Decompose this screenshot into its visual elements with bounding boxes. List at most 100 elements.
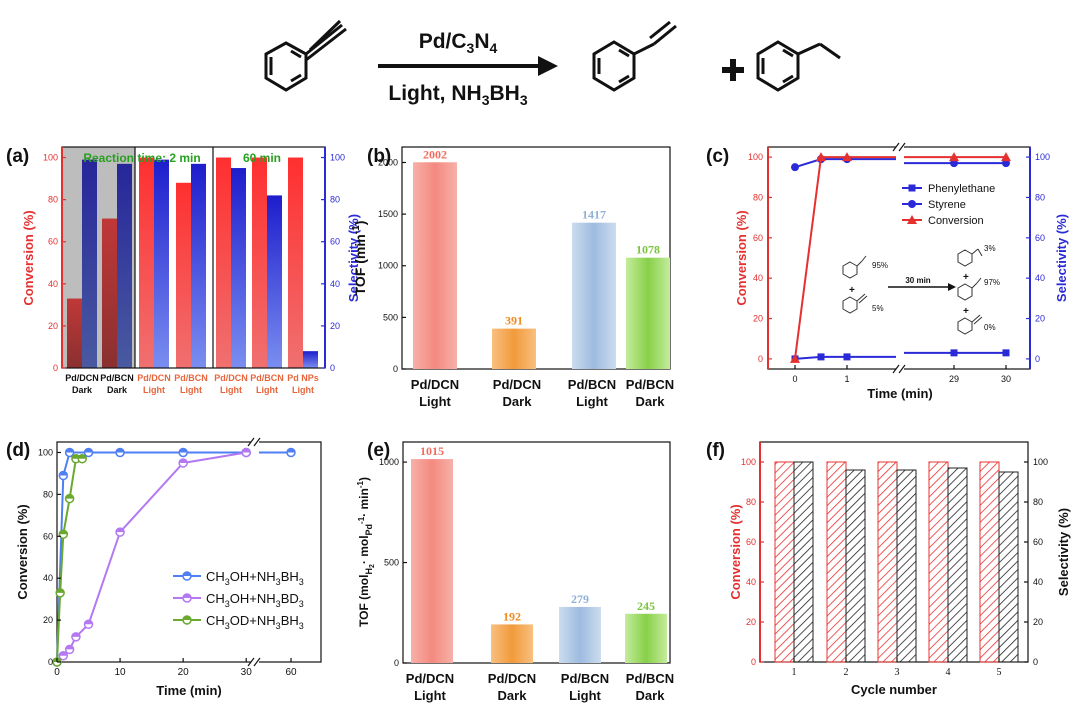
- tick-label: 0: [1035, 354, 1040, 364]
- legend-marker: [907, 215, 917, 224]
- conversion-bar: [102, 218, 117, 368]
- data-point-half: [116, 528, 125, 533]
- data-point-half: [56, 588, 65, 593]
- category-label: Light: [220, 385, 242, 395]
- panel-d-xlabel: Time (min): [156, 683, 222, 698]
- panel-a-category-labels: Pd/DCNDarkPd/BCNDarkPd/DCNLightPd/BCNLig…: [65, 373, 319, 395]
- legend-marker: [908, 184, 916, 192]
- conversion-bar: [216, 157, 231, 368]
- tick-label: 20: [48, 321, 58, 331]
- panel-c-inset-styrene-out-pct: 97%: [984, 278, 1000, 287]
- tick-label: 100: [330, 153, 345, 163]
- conversion-bar: [67, 298, 82, 368]
- panel-a-ylabel: Conversion (%): [21, 210, 36, 305]
- category-label: Pd/BCN: [626, 377, 674, 392]
- data-point: [949, 152, 959, 162]
- conversion-bar: [826, 461, 847, 663]
- tick-label: 100: [1035, 152, 1050, 162]
- bar-value-label: 192: [503, 609, 521, 623]
- tick-label: 30: [241, 667, 253, 678]
- data-point-half: [78, 454, 87, 459]
- tick-label: 80: [753, 192, 763, 202]
- tick-label: 29: [949, 374, 959, 384]
- tick-label: 30: [1001, 374, 1011, 384]
- selectivity-bar: [267, 195, 282, 368]
- data-point-half: [84, 620, 93, 625]
- category-label: Light: [256, 385, 278, 395]
- tick-label: 2: [844, 667, 849, 678]
- series-line: [794, 156, 896, 360]
- category-label: Pd/DCN: [214, 373, 248, 383]
- tick-label: 0: [54, 667, 60, 678]
- panel-c-y2label: Selectivity (%): [1054, 214, 1069, 302]
- panel-f-y2label: Selectivity (%): [1056, 508, 1071, 596]
- tick-label: 10: [115, 667, 127, 678]
- reaction-scheme: [264, 19, 841, 92]
- conversion-bar: [979, 461, 1000, 663]
- selectivity-bar: [845, 469, 866, 663]
- category-label: Pd/DCN: [65, 373, 99, 383]
- panel-b-category-labels: Pd/DCNLightPd/DCNDarkPd/BCNLightPd/BCNDa…: [411, 377, 674, 409]
- category-label: Pd/DCN: [411, 377, 459, 392]
- tick-label: 0: [758, 354, 763, 364]
- selectivity-bar: [154, 159, 169, 368]
- tick-label: 40: [1033, 577, 1043, 587]
- tick-label: 0: [393, 364, 398, 374]
- conversion-bar: [928, 461, 949, 663]
- category-label: Pd/DCN: [406, 671, 454, 686]
- legend-label: Conversion: [928, 215, 984, 227]
- panel-c-letter: (c): [706, 146, 729, 167]
- data-point: [950, 349, 958, 357]
- category-label: Light: [143, 385, 165, 395]
- panel-c-inset-alkyne-out-pct: 0%: [984, 323, 996, 332]
- data-point: [1001, 152, 1011, 162]
- tof-bar: [626, 257, 670, 369]
- svg-text:+: +: [963, 306, 969, 317]
- tof-bar: [411, 459, 453, 663]
- tof-bar: [491, 624, 533, 663]
- panel-c-inset-arrow-label: 30 min: [905, 276, 930, 285]
- tick-label: 80: [746, 497, 756, 507]
- conversion-bar: [774, 461, 795, 663]
- data-point-half: [65, 448, 74, 453]
- category-label: Dark: [503, 394, 533, 409]
- data-point: [791, 163, 799, 172]
- tick-label: 80: [48, 195, 58, 205]
- tick-label: 40: [330, 279, 340, 289]
- category-label: Pd/DCN: [137, 373, 171, 383]
- category-label: Dark: [636, 688, 666, 703]
- tick-label: 3: [895, 667, 900, 678]
- tick-label: 1000: [378, 261, 398, 271]
- tick-label: 80: [43, 489, 53, 499]
- data-point: [1002, 159, 1010, 168]
- conditions-label: Light, NH3BH3: [388, 82, 527, 108]
- data-point-half: [179, 448, 188, 453]
- legend-label: Styrene: [928, 199, 966, 211]
- data-point-half: [59, 530, 68, 535]
- data-point-half: [242, 448, 251, 453]
- category-label: Pd/BCN: [568, 377, 616, 392]
- tick-label: 40: [753, 273, 763, 283]
- data-point: [790, 353, 800, 363]
- tick-label: 20: [746, 617, 756, 627]
- panel-d-break-mark: [247, 437, 261, 667]
- panel-d-ylabel: Conversion (%): [15, 504, 30, 599]
- category-label: Light: [292, 385, 314, 395]
- tick-label: 100: [38, 447, 53, 457]
- tick-label: 60: [330, 237, 340, 247]
- bar-value-label: 1078: [636, 243, 660, 257]
- panel-d-plot-frame: [56, 441, 322, 663]
- tof-bar: [625, 613, 667, 663]
- series-line: [56, 451, 250, 663]
- tick-label: 0: [751, 657, 756, 667]
- category-label: Pd/BCN: [626, 671, 674, 686]
- legend-marker-half: [183, 616, 191, 620]
- tick-label: 40: [1035, 273, 1045, 283]
